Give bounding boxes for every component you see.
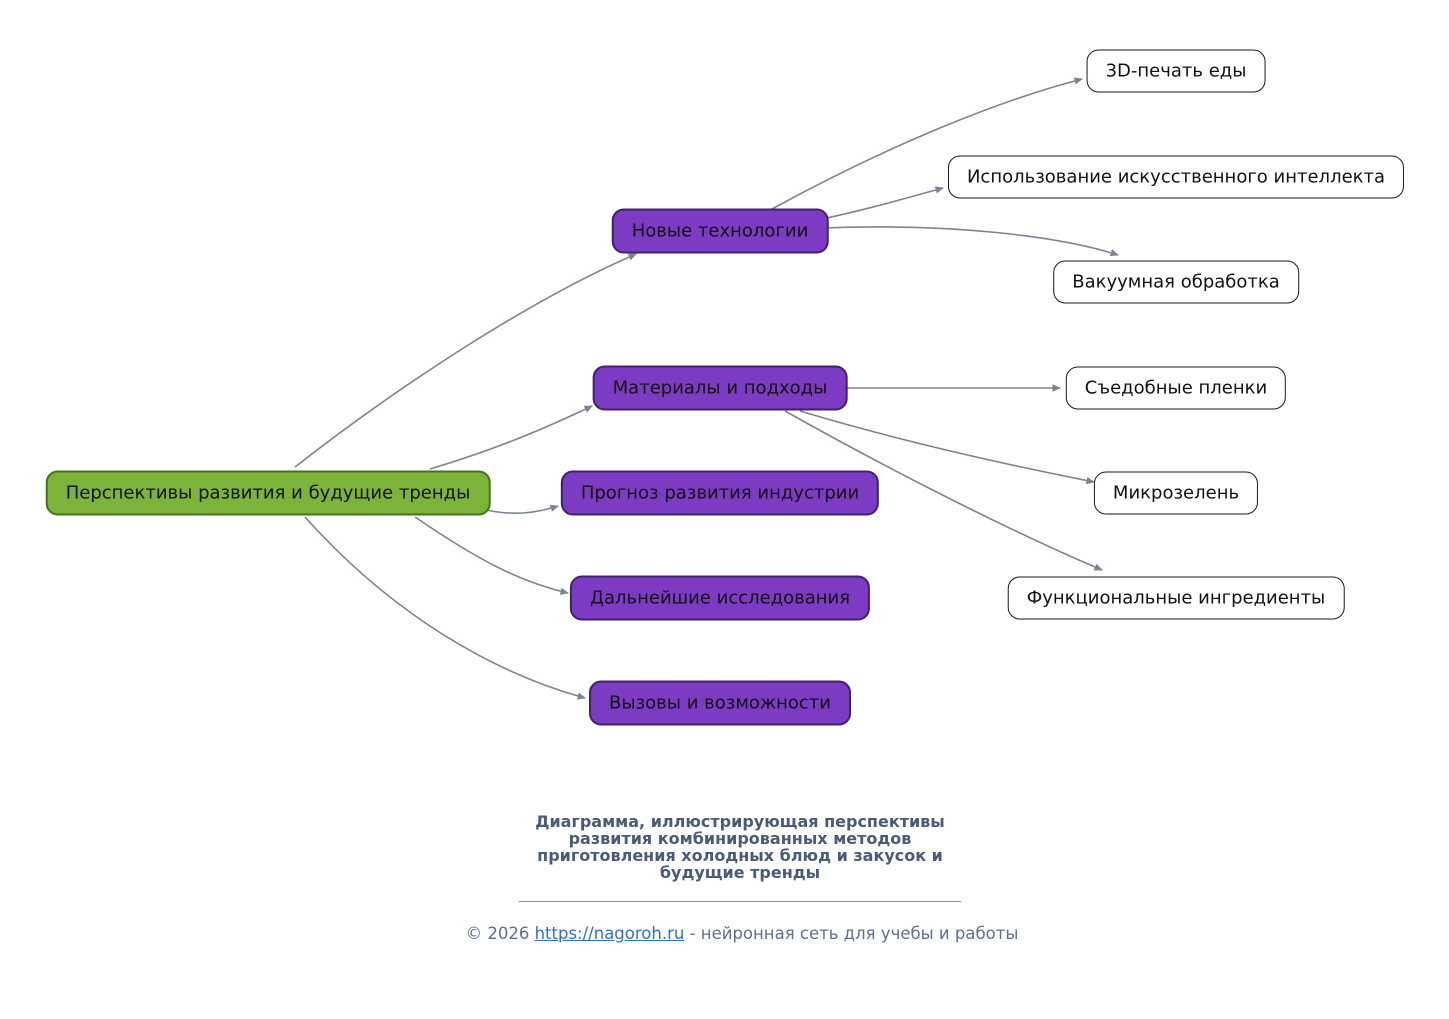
node-leaf-functional-ingredients[interactable]: Функциональные ингредиенты [1007,576,1345,620]
node-leaf-edible-films[interactable]: Съедобные пленки [1065,366,1287,410]
edge-newtech-to-ai [821,186,944,220]
node-leaf-3d-food-printing[interactable]: 3D-печать еды [1086,49,1266,93]
footer-tagline-text: - нейронная сеть для учебы и работы [684,924,1019,943]
edge-materials-to-microgreens [799,410,1095,485]
edge-newtech-to-vacuum [821,226,1119,257]
edge-root-to-research [414,516,569,595]
edge-root-to-newtech [294,253,637,468]
node-branch-new-technologies[interactable]: Новые технологии [611,208,829,254]
caption-divider [519,901,961,902]
node-branch-materials-approaches[interactable]: Материалы и подходы [592,365,848,411]
edge-root-to-materials [429,405,593,470]
node-branch-challenges-opportunities[interactable]: Вызовы и возможности [589,680,851,726]
node-leaf-artificial-intelligence[interactable]: Использование искусственного интеллекта [947,155,1405,199]
node-branch-industry-forecast[interactable]: Прогноз развития индустрии [560,470,880,516]
node-leaf-microgreens[interactable]: Микрозелень [1093,471,1259,515]
diagram-caption: Диаграмма, иллюстрирующая перспективы ра… [535,812,945,883]
edge-newtech-to-print3d [771,77,1083,210]
edge-root-to-forecast [485,504,559,514]
node-root-perspectives[interactable]: Перспективы развития и будущие тренды [45,470,491,516]
edge-root-to-challenges [304,516,586,700]
node-leaf-vacuum-processing[interactable]: Вакуумная обработка [1053,260,1299,304]
footer-copyright-text: © 2026 [465,924,535,943]
edge-materials-to-functional [784,410,1103,571]
node-branch-further-research[interactable]: Дальнейшие исследования [569,575,871,621]
footer-site-link[interactable]: https://nagoroh.ru [534,924,685,943]
footer-credit: © 2026 https://nagoroh.ru - нейронная се… [466,924,1019,943]
